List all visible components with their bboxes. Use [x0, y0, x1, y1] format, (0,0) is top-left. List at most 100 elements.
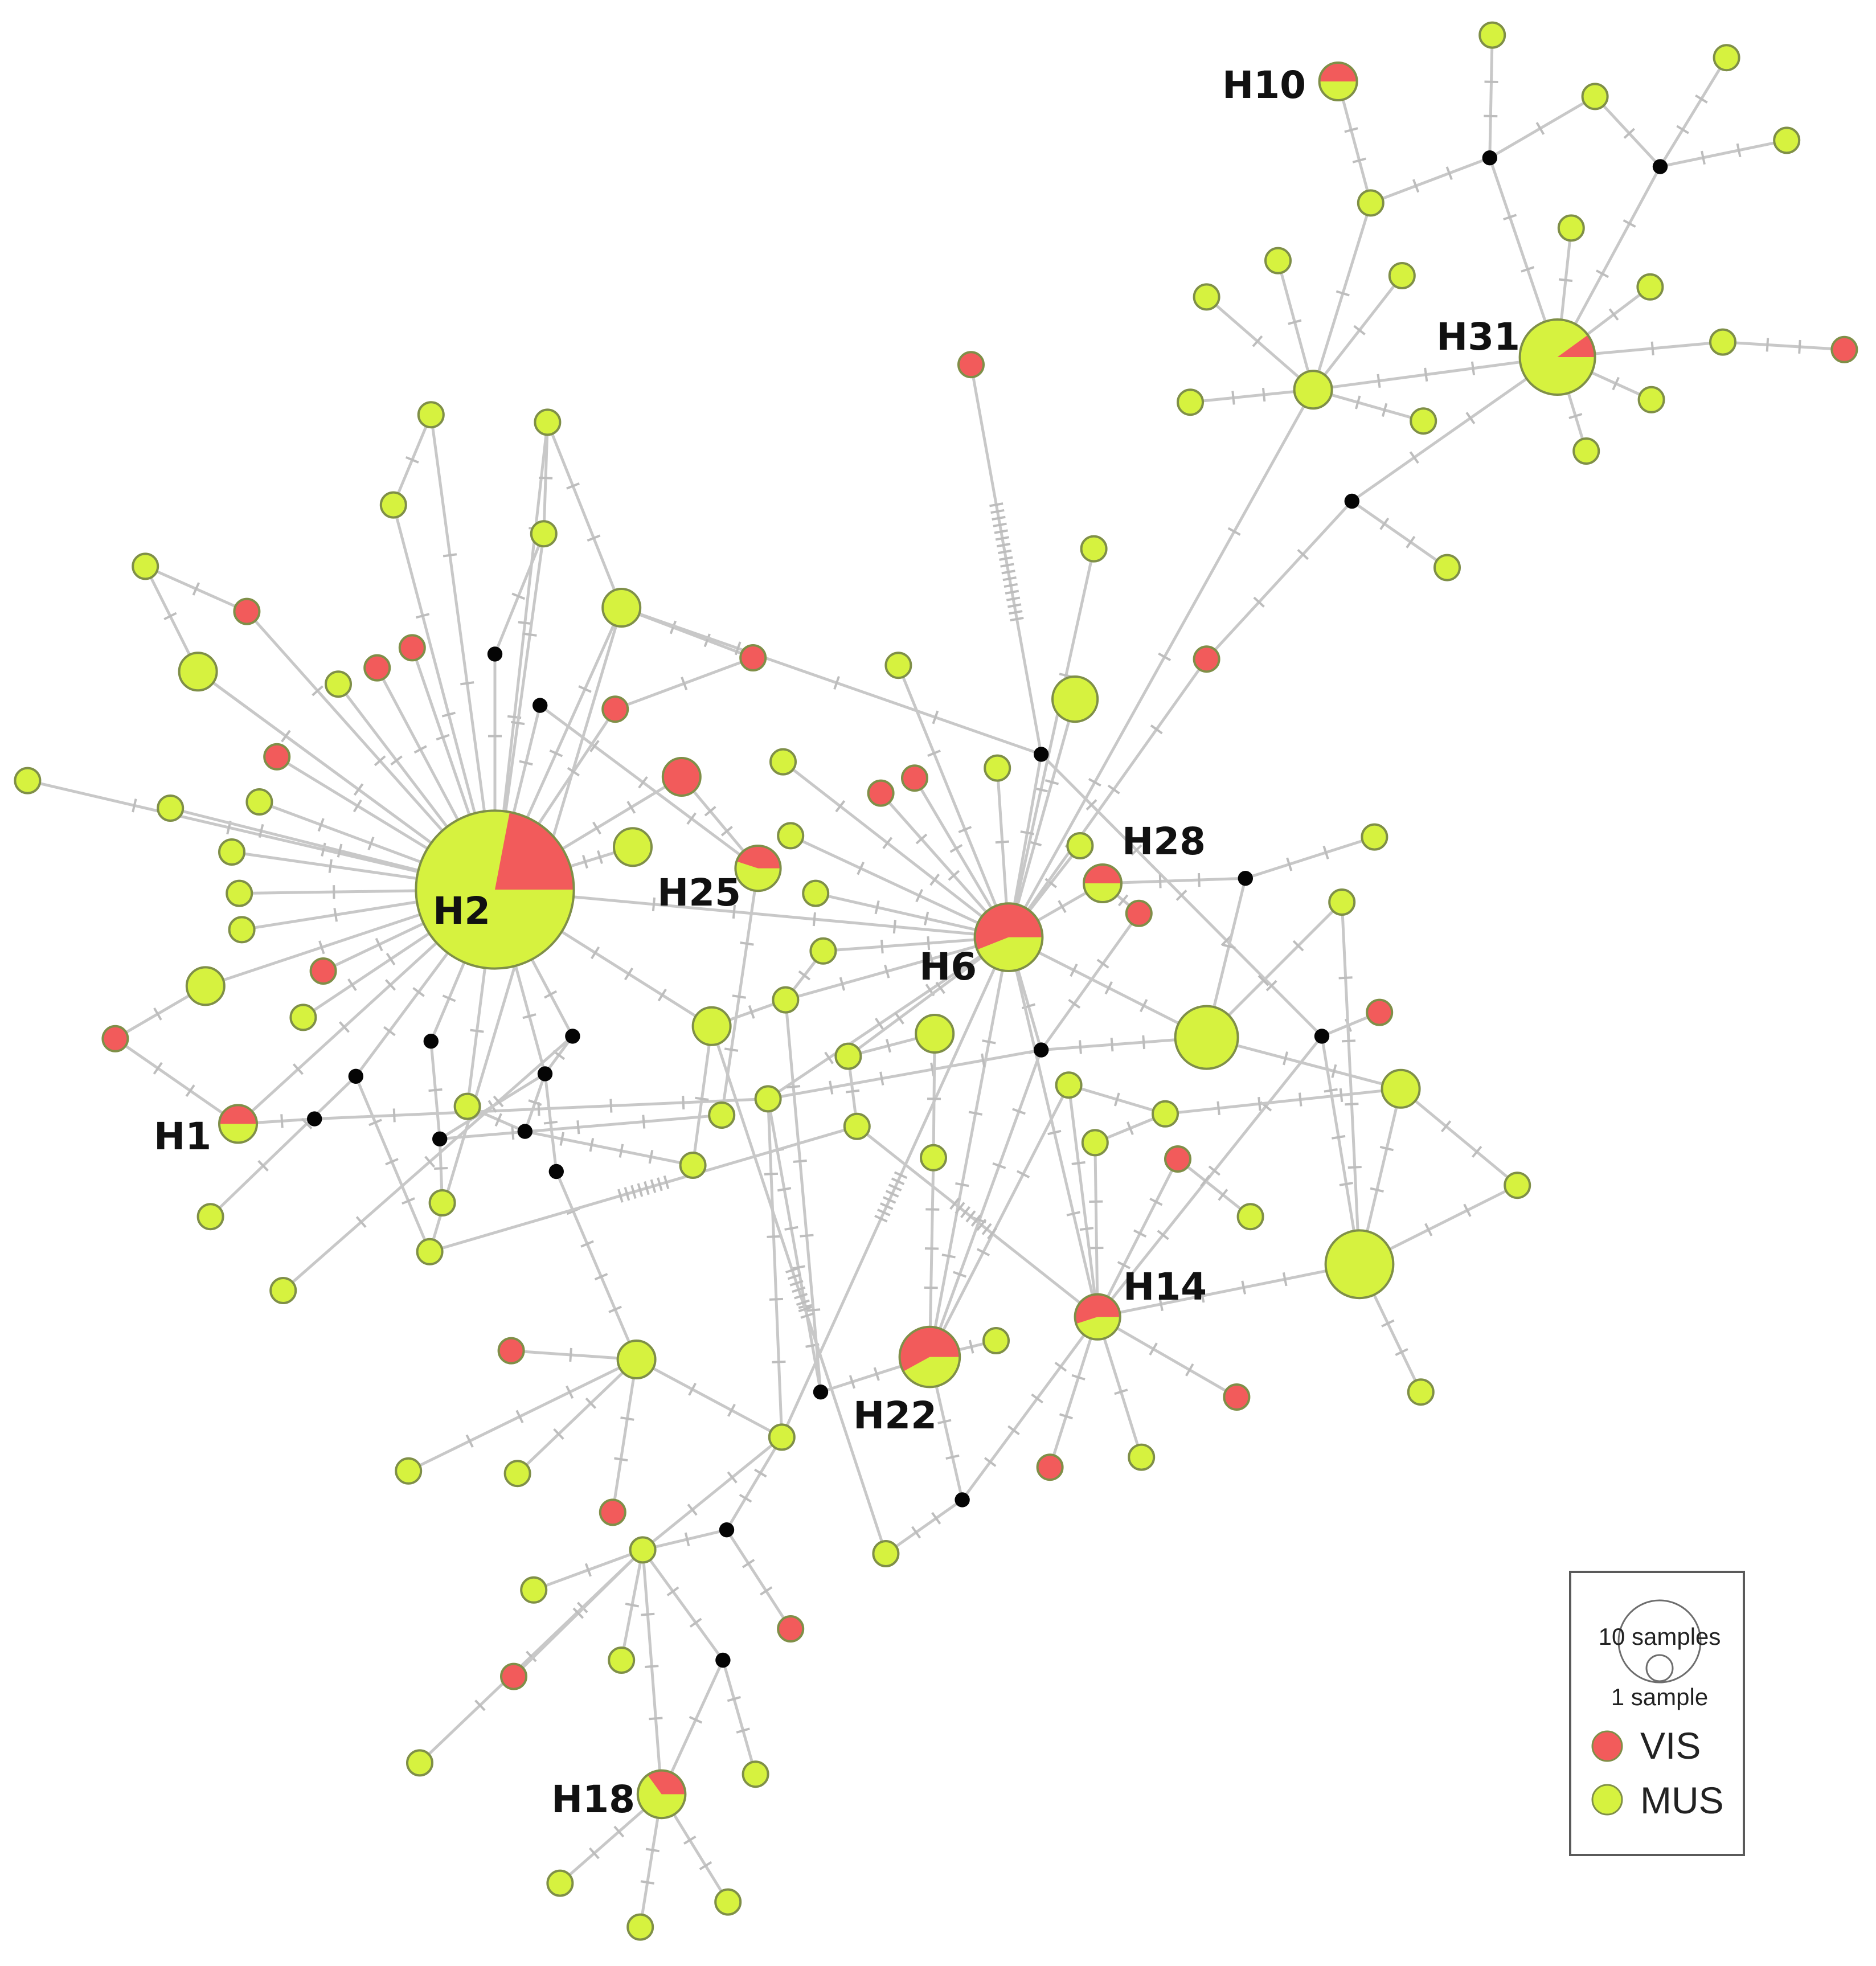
- mutation-tick: [1150, 724, 1163, 735]
- mutation-tick: [798, 1305, 812, 1313]
- network-edge: [114, 1037, 239, 1125]
- mutation-tick: [1471, 361, 1476, 375]
- mutation-tick: [1149, 1197, 1163, 1206]
- mutation-tick: [976, 1219, 987, 1231]
- haplotype-h2: [415, 809, 575, 970]
- mutation-tick: [683, 1835, 697, 1845]
- mutation-tick: [882, 1196, 896, 1204]
- mutation-tick: [992, 515, 1006, 521]
- mutation-tick: [686, 812, 697, 825]
- network-edge: [1007, 936, 1207, 1039]
- network-edge: [493, 533, 546, 655]
- mutation-tick: [981, 1223, 992, 1235]
- mutation-tick: [591, 946, 600, 960]
- mutation-tick: [1034, 787, 1048, 793]
- median-vector: [1482, 150, 1497, 166]
- network-edge: [546, 421, 623, 608]
- mutation-tick: [684, 1532, 690, 1546]
- mutation-tick: [1558, 278, 1573, 282]
- haplotype-mus: [1066, 832, 1094, 859]
- network-edge: [884, 1498, 964, 1555]
- mutation-tick: [949, 1197, 960, 1210]
- mutation-tick: [798, 970, 811, 981]
- mutation-tick: [549, 749, 563, 757]
- network-edge: [525, 1130, 694, 1167]
- haplotype-vis: [1125, 899, 1153, 927]
- haplotype-mus: [1324, 1229, 1395, 1300]
- mutation-tick: [580, 1240, 594, 1248]
- haplotype-mus: [884, 652, 912, 679]
- mutation-tick: [1261, 387, 1266, 402]
- haplotype-vis: [398, 634, 426, 662]
- mutation-tick: [1623, 219, 1636, 228]
- mutation-tick: [386, 952, 396, 966]
- haplotype-vis: [777, 1615, 805, 1643]
- haplotype-mus: [395, 1457, 423, 1485]
- mutation-tick: [569, 1347, 572, 1362]
- mutation-tick: [727, 1403, 736, 1417]
- mutation-tick: [970, 1214, 981, 1227]
- mutation-tick: [645, 1665, 659, 1668]
- label-h14: H14: [1123, 1265, 1207, 1309]
- mutation-tick: [1227, 527, 1241, 536]
- median-vector: [1238, 871, 1253, 886]
- mutation-tick: [428, 1088, 443, 1092]
- mutation-tick: [443, 553, 457, 558]
- haplotype-vis: [601, 695, 629, 723]
- haplotype-mus: [534, 408, 562, 436]
- mutation-tick: [1031, 1393, 1044, 1404]
- haplotype-h2-outline: [415, 809, 575, 970]
- mutation-tick: [301, 1117, 313, 1129]
- haplotype-mus: [1328, 888, 1356, 916]
- mutation-tick: [688, 1382, 697, 1396]
- mutation-tick: [522, 1013, 536, 1019]
- legend-mus-label: MUS: [1640, 1779, 1724, 1821]
- mutation-tick: [1158, 874, 1162, 888]
- mutation-tick: [594, 1273, 608, 1281]
- mutation-tick: [1158, 652, 1172, 661]
- haplotype-mus: [1410, 407, 1437, 435]
- mutation-tick: [1331, 1064, 1337, 1078]
- mutation-tick: [1353, 325, 1366, 335]
- mutation-tick: [588, 1847, 600, 1859]
- mutation-tick: [626, 801, 636, 814]
- mutation-tick: [384, 979, 396, 991]
- network-edge: [1096, 1158, 1179, 1318]
- haplotype-mus: [218, 838, 245, 866]
- mutation-tick: [885, 1190, 899, 1198]
- mutation-tick: [163, 612, 177, 621]
- mutation-tick: [576, 1120, 580, 1134]
- mutation-tick: [153, 1062, 163, 1075]
- mutation-tick: [829, 1080, 834, 1095]
- median-vector: [307, 1111, 322, 1127]
- network-edge: [691, 1026, 714, 1166]
- mutation-tick: [642, 1115, 646, 1129]
- median-vector: [1314, 1029, 1330, 1044]
- mutation-tick: [618, 1144, 624, 1158]
- mutation-tick: [1258, 1097, 1261, 1111]
- mutation-tick: [736, 1727, 750, 1734]
- mutation-tick: [1440, 1120, 1452, 1133]
- mutation-tick: [1208, 1165, 1220, 1176]
- network-edge: [516, 1358, 638, 1475]
- mutation-tick: [1117, 894, 1129, 907]
- mutation-tick: [806, 1308, 821, 1312]
- mutation-tick: [1344, 127, 1358, 133]
- mutation-tick: [1006, 596, 1021, 601]
- haplotype-mus: [228, 916, 256, 944]
- mutation-tick: [877, 1209, 891, 1217]
- mutation-tick: [441, 711, 456, 718]
- mutation-tick: [982, 1039, 996, 1045]
- mutation-tick: [338, 1021, 350, 1033]
- mutation-tick: [792, 1286, 806, 1293]
- mutation-tick: [874, 900, 880, 915]
- mutation-tick: [931, 1512, 941, 1525]
- haplotype-h6: [973, 902, 1044, 972]
- mutation-tick: [608, 1305, 622, 1313]
- mutation-tick: [1424, 1223, 1433, 1236]
- haplotype-vis: [263, 743, 291, 771]
- mutation-tick: [874, 1214, 888, 1223]
- mutation-tick: [589, 740, 600, 752]
- mutation-tick: [1297, 548, 1309, 560]
- haplotype-mus: [843, 1112, 871, 1140]
